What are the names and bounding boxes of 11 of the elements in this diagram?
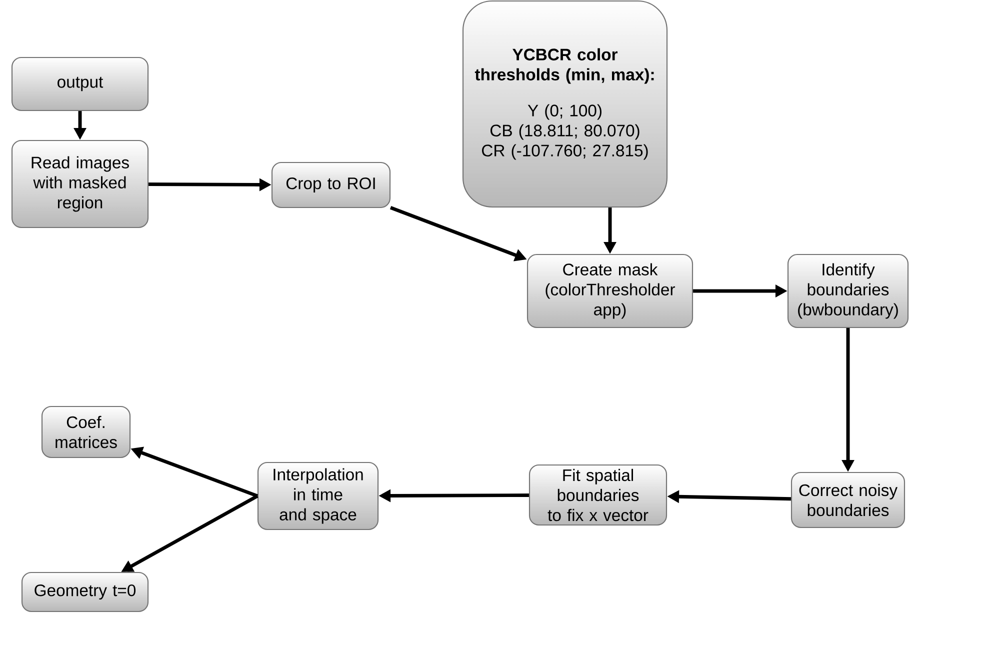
threshold-box: YCBCR color thresholds (min, max): Y (0; 100) CB (18.811; 80.070) CR (-107.760; 27.815) xyxy=(462,0,668,208)
process-box: Read images with masked region xyxy=(11,140,149,228)
process-box: Geometry t=0 xyxy=(21,572,149,612)
process-box: Crop to ROI xyxy=(271,162,391,208)
process-box: Correct noisy boundaries xyxy=(790,472,906,528)
process-box: output xyxy=(11,56,149,112)
process-box: Create mask (colorThresholder app) xyxy=(526,254,694,328)
process-box: Coef. matrices xyxy=(41,406,131,458)
process-box: Fit spatial boundaries to fix x vector xyxy=(528,464,668,526)
process-box: Identify boundaries (bwboundary) xyxy=(787,254,909,328)
process-box: Interpolation in time and space xyxy=(257,462,379,530)
